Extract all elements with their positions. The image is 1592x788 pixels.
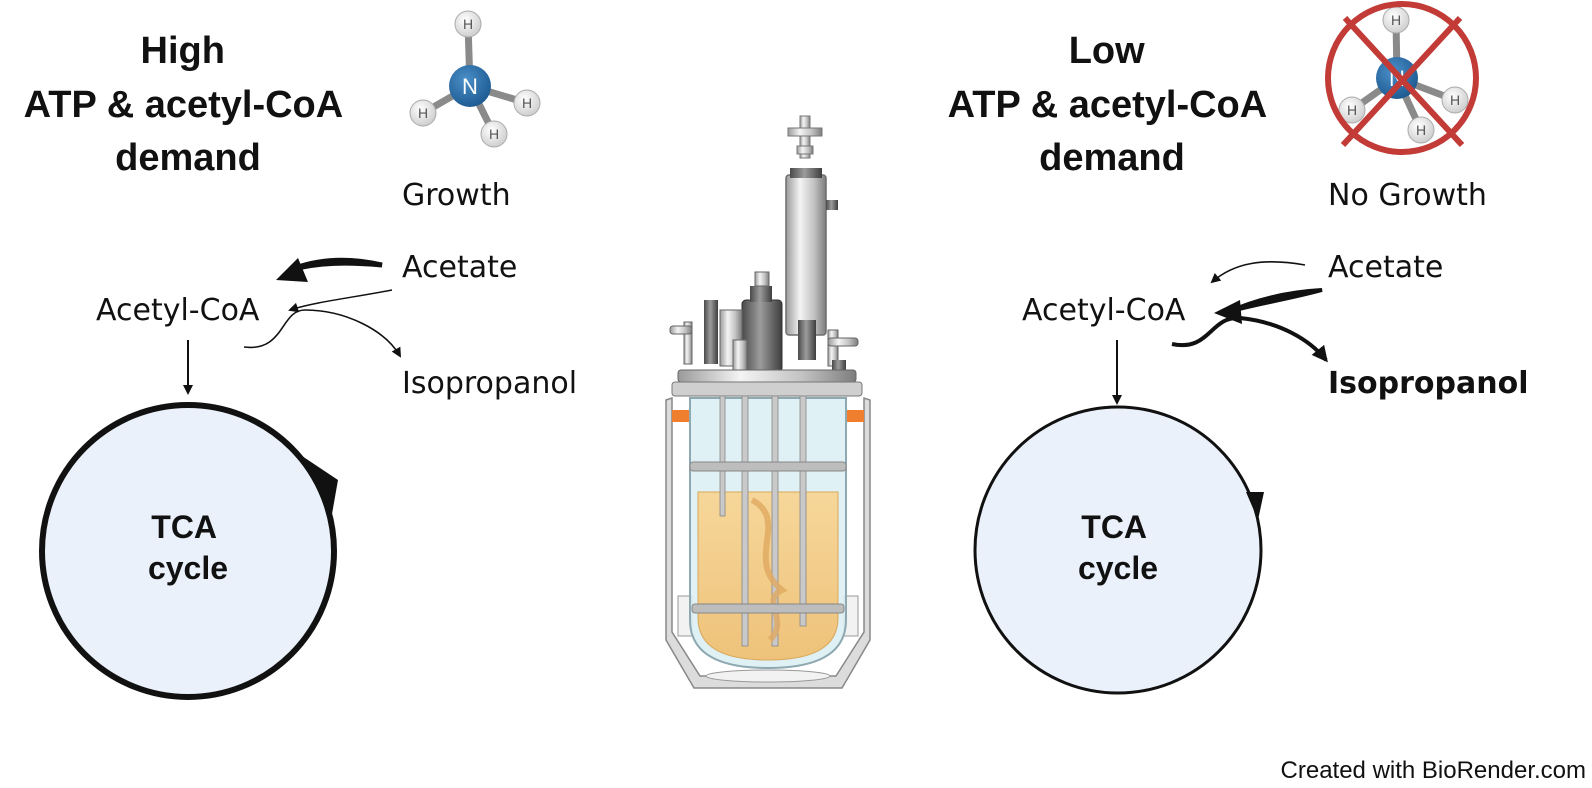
right-panel: Low ATP & acetyl-CoA demand H H H H N No… — [948, 1, 1528, 695]
left-acetyl-coa-label: Acetyl-CoA — [96, 293, 260, 328]
left-tca-label-line-1: TCA — [151, 509, 217, 545]
right-title-line-1: Low — [1069, 30, 1145, 72]
prohibition-cross — [1340, 15, 1463, 148]
left-isopropanol-label: Isopropanol — [402, 366, 577, 401]
right-growth-label: No Growth — [1328, 178, 1487, 213]
left-acetate-label: Acetate — [402, 250, 517, 285]
left-title-line-2: ATP & acetyl-CoA — [24, 84, 343, 126]
bioreactor-icon — [665, 115, 871, 689]
no-ammonium-icon: H H H H N — [1325, 1, 1479, 155]
left-acetylcoa-to-isopropanol-arrow — [243, 309, 402, 358]
left-tca-label-line-2: cycle — [148, 550, 228, 586]
hydrogen-label: H — [418, 105, 428, 121]
right-tca-label-line-1: TCA — [1081, 509, 1147, 545]
prohibition-circle — [1325, 1, 1479, 155]
right-acetate-to-acetylcoa-arrow — [1210, 261, 1306, 284]
left-tca-label: TCA cycle — [148, 509, 228, 586]
right-acetyl-coa-label: Acetyl-CoA — [1022, 293, 1186, 328]
left-title: High ATP & acetyl-CoA demand — [24, 30, 353, 179]
left-panel: High ATP & acetyl-CoA demand H H H H N G… — [24, 10, 577, 700]
right-tca-cycle-arrowhead — [1246, 492, 1264, 520]
left-growth-label: Growth — [402, 178, 511, 213]
right-tca-label-line-2: cycle — [1078, 550, 1158, 586]
right-title-line-2: ATP & acetyl-CoA — [948, 84, 1267, 126]
hydrogen-label: H — [489, 126, 499, 142]
left-tca-cycle-arrowhead — [296, 452, 338, 514]
right-title: Low ATP & acetyl-CoA demand — [948, 30, 1277, 179]
credit-text: Created with BioRender.com — [1281, 757, 1586, 784]
nitrogen-label: N — [462, 74, 478, 99]
right-tca-label: TCA cycle — [1078, 509, 1158, 586]
left-acetate-to-acetylcoa-arrow — [276, 257, 383, 282]
hydrogen-label: H — [1450, 92, 1460, 108]
right-acetylcoa-to-isopropanol-arrow — [1171, 315, 1328, 363]
right-tca-cycle-circle — [973, 405, 1263, 695]
left-title-line-3: demand — [115, 137, 261, 179]
right-isopropanol-label: Isopropanol — [1328, 366, 1528, 401]
left-title-line-1: High — [141, 30, 225, 72]
hydrogen-label: H — [1391, 12, 1401, 28]
hydrogen-label: H — [522, 95, 532, 111]
hydrogen-label: H — [463, 16, 473, 32]
right-title-line-3: demand — [1039, 137, 1185, 179]
hydrogen-label: H — [1347, 102, 1357, 118]
left-tca-cycle-circle — [39, 402, 337, 700]
right-acetate-label: Acetate — [1328, 250, 1443, 285]
ammonium-molecule-icon: H H H H N — [409, 10, 541, 148]
left-thin-influx-arrow — [288, 289, 393, 313]
hydrogen-label: H — [1416, 122, 1426, 138]
